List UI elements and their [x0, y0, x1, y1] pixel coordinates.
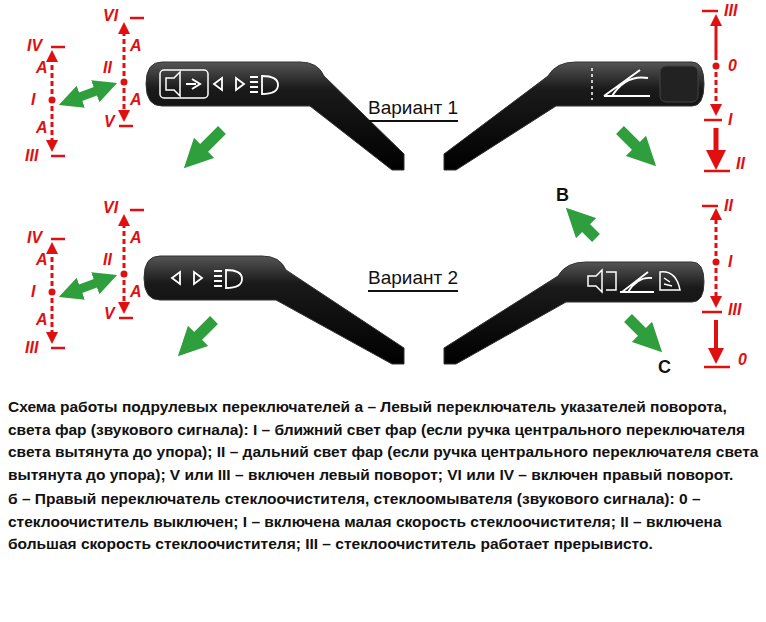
position-numeral: I [31, 284, 35, 300]
position-numeral: II [736, 156, 745, 172]
caption: Схема работы подрулевых переключателей а… [8, 396, 760, 486]
position-numeral: 0 [738, 352, 747, 368]
position-numeral: III [724, 3, 737, 19]
position-numeral: I [728, 254, 732, 270]
position-numeral: III [25, 148, 38, 164]
position-numeral: I [31, 92, 35, 108]
left-stalk-v1 [146, 62, 404, 170]
auto-return-mark: A [36, 312, 48, 328]
auto-return-mark: A [36, 120, 48, 136]
caption-paragraph: б – Правый переключатель стеклоочистител… [8, 488, 760, 556]
position-numeral: VI [103, 8, 118, 24]
direction-letter: В [556, 186, 569, 204]
position-indicators-right [702, 11, 730, 367]
position-numeral: V [104, 306, 115, 322]
direction-letter: С [658, 358, 671, 376]
auto-return-mark: A [36, 252, 48, 268]
variant-title: Вариант 2 [368, 268, 458, 292]
left-stalk-v2 [144, 256, 404, 364]
position-numeral: IV [27, 230, 42, 246]
position-indicators-left [49, 18, 145, 348]
position-numeral: VI [103, 200, 118, 216]
auto-return-mark: A [130, 284, 142, 300]
position-numeral: III [25, 340, 38, 356]
motion-arrows [72, 88, 650, 344]
position-numeral: II [103, 60, 112, 76]
position-numeral: I [728, 112, 732, 128]
position-numeral: III [728, 302, 741, 318]
auto-return-mark: A [130, 92, 142, 108]
right-stalk-v1 [444, 62, 704, 170]
position-numeral: II [103, 252, 112, 268]
auto-return-mark: A [130, 230, 142, 246]
position-numeral: V [104, 114, 115, 130]
auto-return-mark: A [36, 60, 48, 76]
position-numeral: IV [27, 38, 42, 54]
variant-title: Вариант 1 [368, 98, 458, 122]
right-stalk-v2 [444, 262, 704, 364]
position-numeral: II [724, 198, 733, 214]
position-numeral: 0 [728, 58, 737, 74]
auto-return-mark: A [130, 38, 142, 54]
